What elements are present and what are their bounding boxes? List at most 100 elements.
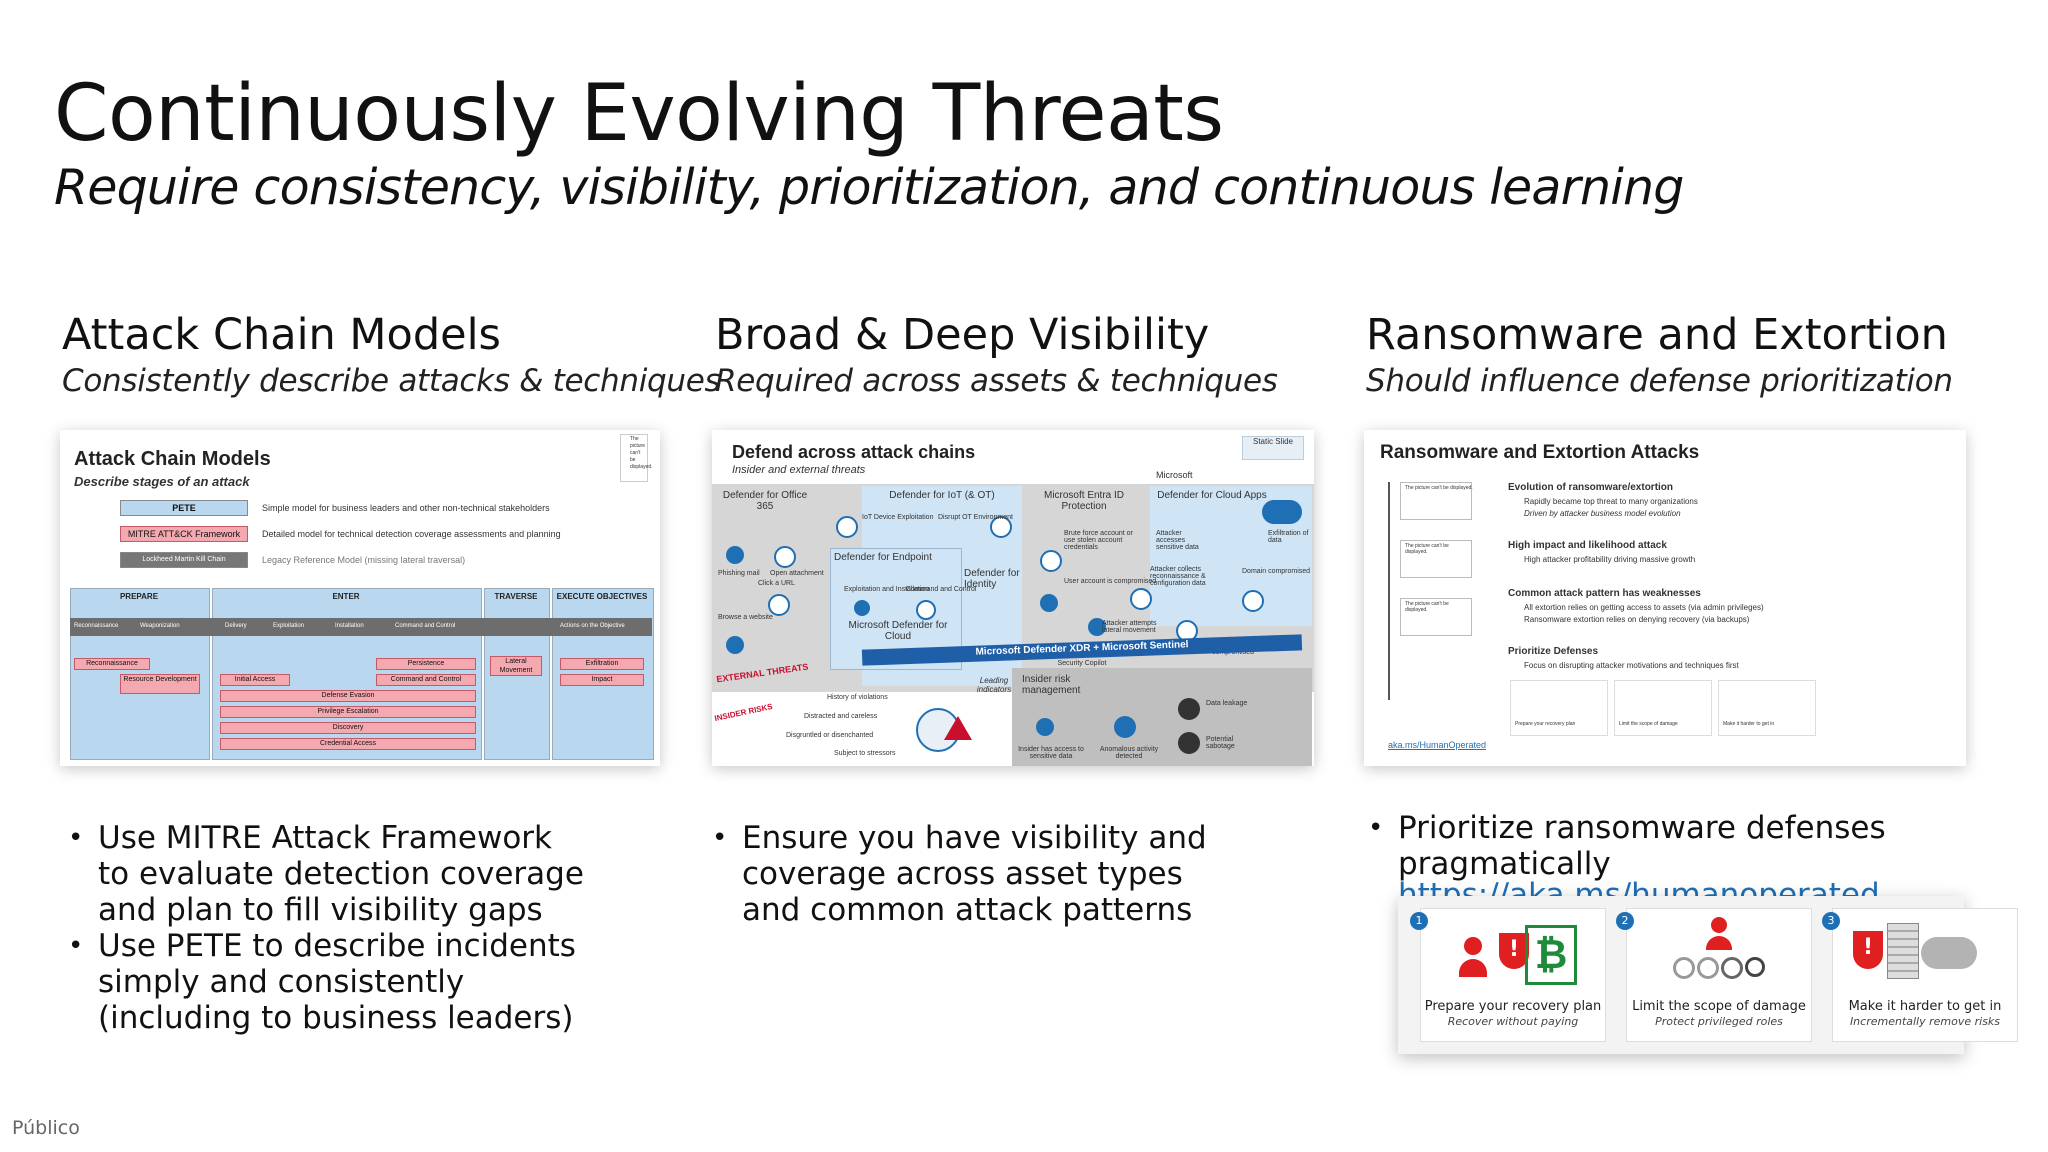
mitre-tactic: Credential Access — [220, 738, 476, 750]
risk-label: Anomalous activity detected — [1099, 746, 1159, 760]
kill-chain-step: Actions on the Objective — [560, 623, 625, 629]
mitre-tactic: Command and Control — [376, 674, 476, 686]
admin-icon — [1705, 917, 1733, 961]
step-card-harder: ! Make it harder to get in Incrementally… — [1832, 908, 2018, 1042]
col-entra: Microsoft Entra ID Protection — [1043, 490, 1125, 512]
mitre-tactic: Persistence — [376, 658, 476, 670]
mini-step-title: Make it harder to get in — [1723, 721, 1775, 727]
section-item: All extortion relies on getting access t… — [1524, 603, 1764, 612]
hidden-link-clip: https://aka.ms/humanoperated — [1398, 880, 1898, 898]
flow-label: Open attachment — [770, 570, 824, 577]
section-item: Focus on disrupting attacker motivations… — [1524, 661, 1739, 670]
anomaly-icon — [1114, 716, 1136, 738]
step-card-scope: Limit the scope of damage Protect privil… — [1626, 908, 1812, 1042]
model-mitre-desc: Detailed model for technical detection c… — [262, 529, 561, 539]
column-heading-ransomware: Ransomware and Extortion — [1366, 310, 1948, 360]
section-head: Evolution of ransomware/extortion — [1508, 482, 1674, 493]
risk-label: Insider has access to sensitive data — [1018, 746, 1084, 760]
bullet-item: Use PETE to describe incidents simply an… — [68, 928, 588, 1036]
cursor-icon — [768, 594, 790, 616]
column-subheading-visibility: Required across assets & techniques — [715, 363, 1278, 399]
cloud-icon — [1262, 500, 1302, 524]
flow-label: Brute force account or use stolen accoun… — [1064, 530, 1133, 551]
step-card-recovery: ! ₿ Prepare your recovery plan Recover w… — [1420, 908, 1606, 1042]
bullets-visibility: Ensure you have visibility and coverage … — [712, 820, 1232, 928]
model-lockheed: Lockheed Martin Kill Chain — [120, 552, 248, 568]
insider-risk-mgmt: Insider risk management — [1022, 674, 1081, 696]
phase-label: EXECUTE OBJECTIVES — [556, 592, 648, 601]
attachment-icon — [774, 546, 796, 568]
section-item: High attacker profitability driving mass… — [1524, 555, 1696, 564]
broken-image: The picture can't be displayed. — [1400, 540, 1472, 578]
flow-label: Command and Control — [906, 586, 977, 593]
kill-chain-arrow — [70, 618, 652, 636]
key-icon — [1040, 550, 1062, 572]
risk-label: Data leakage — [1206, 700, 1248, 707]
keys-icon — [1673, 957, 1765, 987]
kill-chain-step: Delivery — [225, 623, 247, 629]
broken-image-note: The picture can't be displayed. — [1405, 543, 1449, 555]
defender-cloud: Microsoft Defender for Cloud — [848, 620, 948, 642]
col-iot: Defender for IoT (& OT) — [889, 490, 995, 501]
data-access-icon — [1036, 718, 1054, 736]
section-head: High impact and likelihood attack — [1508, 540, 1667, 551]
kill-chain-step: Reconnaissance — [74, 623, 119, 629]
shield-alert-icon: ! — [1853, 931, 1883, 969]
flow-label: IoT Device Exploitation — [862, 514, 934, 521]
user-icon — [1459, 937, 1487, 981]
broken-image: The picture can't be displayed. — [1400, 598, 1472, 636]
exploit-icon — [854, 600, 870, 616]
flow-label: Browse a website — [718, 614, 773, 621]
bullets-ransomware: Prioritize ransomware defenses pragmatic… — [1368, 810, 1888, 882]
model-pete: PETE — [120, 500, 248, 516]
insider-factor: Distracted and careless — [804, 713, 878, 720]
kill-chain-step: Command and Control — [395, 623, 456, 629]
mini-step-card: Prepare your recovery plan — [1510, 680, 1608, 736]
flow-label: Attacker collects reconnaissance & confi… — [1150, 566, 1206, 587]
slide-subtitle: Require consistency, visibility, priorit… — [54, 159, 1684, 216]
model-lockheed-desc: Legacy Reference Model (missing lateral … — [262, 555, 466, 565]
col-office365: Defender for Office 365 — [722, 490, 808, 512]
ot-icon — [990, 516, 1012, 538]
model-mitre: MITRE ATT&CK Framework — [120, 526, 248, 542]
section-head: Common attack pattern has weaknesses — [1508, 588, 1701, 599]
bitcoin-icon: ₿ — [1525, 925, 1577, 985]
mitre-tactic: Lateral Movement — [490, 656, 542, 676]
card-subtitle: Describe stages of an attack — [74, 474, 250, 489]
step-number-badge: 3 — [1822, 912, 1840, 930]
ransomware-card: Ransomware and Extortion Attacks The pic… — [1364, 430, 1966, 766]
insider-factor: Subject to stressors — [834, 750, 896, 757]
phase-label: PREPARE — [119, 592, 159, 601]
flow-label: Click a URL — [758, 580, 795, 587]
section-head: Prioritize Defenses — [1508, 646, 1599, 657]
step-number-badge: 1 — [1410, 912, 1428, 930]
c2-icon — [916, 600, 936, 620]
card-title: Ransomware and Extortion Attacks — [1380, 442, 1700, 463]
human-operated-link[interactable]: aka.ms/HumanOperated — [1388, 740, 1487, 750]
bullet-item: Ensure you have visibility and coverage … — [712, 820, 1232, 928]
broken-image-note: The picture can't be displayed. — [630, 436, 653, 470]
broken-image-icon — [620, 434, 648, 482]
humanoperated-link[interactable]: https://aka.ms/humanoperated — [1398, 880, 1880, 898]
card-title: Defend across attack chains — [732, 442, 976, 462]
mini-step-card: Make it harder to get in — [1718, 680, 1816, 736]
mitre-tactic: Exfiltration — [560, 658, 644, 670]
mitre-tactic: Defense Evasion — [220, 690, 476, 702]
kill-chain-step: Exploitation — [273, 623, 305, 629]
flow-label: Exfiltration of data — [1268, 530, 1309, 544]
broken-image: The picture can't be displayed. — [1400, 482, 1473, 520]
browser-icon — [726, 636, 744, 654]
attack-chain-card: Attack Chain Models Describe stages of a… — [60, 430, 660, 766]
domain-icon — [1242, 590, 1264, 612]
mini-step-title: Prepare your recovery plan — [1515, 721, 1576, 727]
model-pete-desc: Simple model for business leaders and ot… — [262, 503, 550, 513]
microsoft-logo: Microsoft — [1156, 470, 1193, 480]
classification-footer: Público — [12, 1117, 80, 1139]
defender-endpoint: Defender for Endpoint — [834, 552, 932, 563]
defend-attack-chains-card: Defend across attack chains Insider and … — [712, 430, 1314, 766]
insider-risk-panel — [1012, 668, 1312, 766]
mini-step-card: Limit the scope of damage — [1614, 680, 1712, 736]
phase-label: TRAVERSE — [494, 592, 538, 601]
mitre-tactic: Resource Development — [120, 674, 200, 694]
bullets-attack-chain: Use MITRE Attack Framework to evaluate d… — [68, 820, 588, 1036]
